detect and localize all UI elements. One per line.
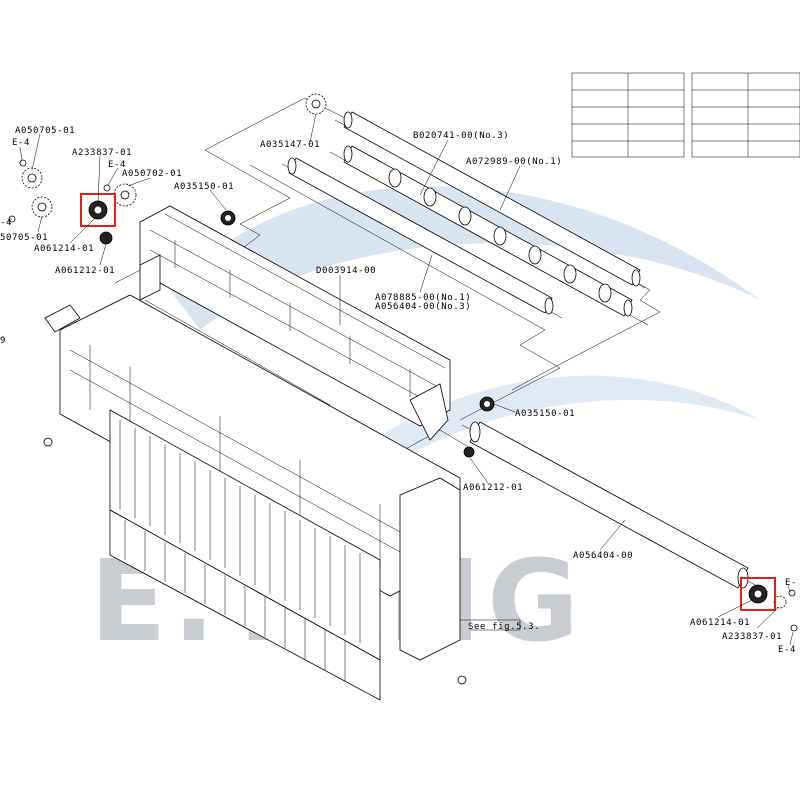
callout-a061212-left: A061212-01 [55,266,115,276]
watermark-swoosh [170,186,760,330]
callout-e4-left-mid: E-4 [108,160,126,170]
callout-a078885: A078885-00(No.1) [375,293,471,303]
callout-d003914: D003914-00 [316,266,376,276]
callout-e4-left-top: E-4 [12,138,30,148]
reference-table-left [571,72,685,158]
callout-see-fig: See fig.5.3. [468,622,540,632]
roller-a072989 [334,111,646,289]
callout-e4-left-edge: -4 [0,218,12,228]
callout-labels: A050705-01 E-4 A233837-01 E-4 A050702-01… [0,126,797,655]
roller-b020741 [329,145,649,326]
callout-a061214-right: A061214-01 [690,618,750,628]
callout-a050705-bottom: 50705-01 [0,233,48,243]
chassis [44,294,461,701]
highlights [80,193,776,611]
highlight-box-right [740,577,776,611]
callout-edge-mark: 9 [0,336,6,346]
callout-a035150-top: A035150-01 [174,182,234,192]
callout-a035150-right: A035150-01 [515,409,575,419]
callout-a061212-right: A061212-01 [463,483,523,493]
callout-a050702: A050702-01 [122,169,182,179]
callout-a072989: A072989-00(No.1) [466,157,562,167]
callout-a233837-left: A233837-01 [72,148,132,158]
callout-e4-right-bottom: E-4 [778,645,796,655]
reference-table [571,72,800,158]
leader-lines [7,113,794,646]
callout-e4-right-top: E- [785,578,797,588]
callout-a233837-right: A233837-01 [722,632,782,642]
callout-a035147: A035147-01 [260,140,320,150]
callout-b020741: B020741-00(No.3) [413,131,509,141]
highlight-box-left [80,193,116,227]
callout-a056404-no3: A056404-00(No.3) [375,302,471,312]
roller-a078885 [281,157,563,319]
callout-a061214-left: A061214-01 [34,244,94,254]
reference-table-right [691,72,800,158]
callout-a050705-top: A050705-01 [15,126,75,136]
callout-a056404: A056404-00 [573,551,633,561]
frame-d003914 [139,205,451,441]
